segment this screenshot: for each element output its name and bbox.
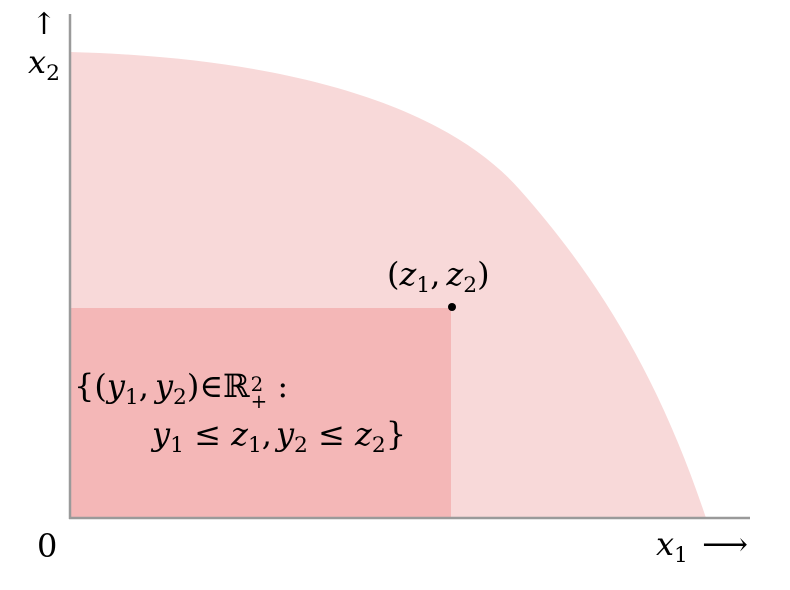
up-arrow-icon: ↑: [31, 7, 57, 42]
dominated-rectangle: [70, 308, 451, 518]
x2-sub: 2: [46, 60, 60, 86]
x2-axis-label: ↑ x2: [22, 10, 66, 85]
x1-axis-label: x1 ⟶: [656, 528, 748, 567]
origin-label: 0: [37, 527, 58, 565]
set-label-line2: y1 ≤ z1,y2 ≤ z2}: [152, 415, 407, 458]
point-label: (z1,z2): [387, 255, 490, 298]
point-z: [448, 303, 456, 311]
x1-sub: 1: [674, 542, 688, 568]
x2-var: x: [28, 43, 47, 81]
right-arrow-icon: ⟶: [702, 525, 748, 563]
x1-var: x: [656, 525, 675, 563]
